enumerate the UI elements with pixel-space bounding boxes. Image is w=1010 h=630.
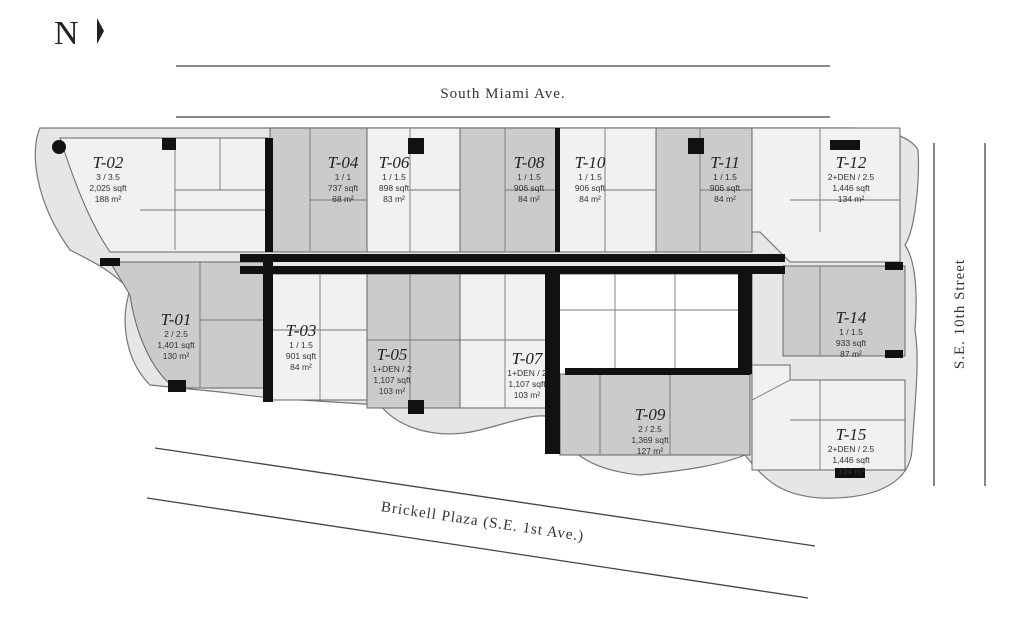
unit-area-m2: 130 m² — [163, 351, 190, 361]
unit-id: T-06 — [379, 153, 410, 172]
unit-sqft: 906 sqft — [710, 183, 741, 193]
unit-area-m2: 84 m² — [518, 194, 540, 204]
unit-sqft: 1,446 sqft — [832, 183, 870, 193]
north-arrow-icon — [97, 18, 104, 44]
unit-area-m2: 134 m² — [838, 194, 865, 204]
street-line — [154, 447, 816, 547]
unit-bedbath: 2 / 2.5 — [638, 424, 662, 434]
unit-id: T-10 — [575, 153, 606, 172]
unit-bedbath: 1 / 1 — [335, 172, 352, 182]
unit-sqft: 1,401 sqft — [157, 340, 195, 350]
unit-bedbath: 3 / 3.5 — [96, 172, 120, 182]
unit-id: T-01 — [161, 310, 192, 329]
unit-id: T-14 — [836, 308, 867, 327]
unit-sqft: 933 sqft — [836, 338, 867, 348]
structural-walls — [52, 128, 903, 478]
unit-bedbath: 2+DEN / 2.5 — [828, 172, 875, 182]
street-line — [146, 497, 809, 599]
unit-id: T-11 — [710, 153, 740, 172]
unit-area-m2: 84 m² — [714, 194, 736, 204]
unit-id: T-08 — [514, 153, 545, 172]
unit-sqft: 906 sqft — [514, 183, 545, 193]
unit-id: T-03 — [286, 321, 317, 340]
unit-bedbath: 1 / 1.5 — [382, 172, 406, 182]
north-compass: N — [54, 15, 104, 52]
unit-area-m2: 68 m² — [332, 194, 354, 204]
unit-sqft: 1,446 sqft — [832, 455, 870, 465]
unit-sqft: 1,107 sqft — [508, 379, 546, 389]
unit-bedbath: 2+DEN / 2.5 — [828, 444, 875, 454]
unit-bedbath: 1 / 1.5 — [839, 327, 863, 337]
unit-area-m2: 103 m² — [379, 386, 406, 396]
unit-id: T-04 — [328, 153, 359, 172]
unit-sqft: 1,369 sqft — [631, 435, 669, 445]
unit-bedbath: 1 / 1.5 — [517, 172, 541, 182]
unit-sqft: 906 sqft — [575, 183, 606, 193]
unit-id: T-09 — [635, 405, 666, 424]
unit-id: T-02 — [93, 153, 124, 172]
unit-sqft: 2,025 sqft — [89, 183, 127, 193]
unit-id: T-15 — [836, 425, 867, 444]
unit-bedbath: 2 / 2.5 — [164, 329, 188, 339]
unit-sqft: 1,107 sqft — [373, 375, 411, 385]
unit-id: T-12 — [836, 153, 867, 172]
unit-area-m2: 134 m² — [838, 466, 865, 476]
unit-sqft: 737 sqft — [328, 183, 359, 193]
unit-sqft: 898 sqft — [379, 183, 410, 193]
unit-bedbath: 1 / 1.5 — [578, 172, 602, 182]
unit-bedbath: 1+DEN / 2 — [372, 364, 412, 374]
unit-bedbath: 1 / 1.5 — [713, 172, 737, 182]
unit-area-m2: 84 m² — [579, 194, 601, 204]
interior-partitions — [140, 128, 905, 470]
street-label-east: S.E. 10th Street — [952, 259, 968, 369]
unit-area-m2: 84 m² — [290, 362, 312, 372]
unit-area-m2: 103 m² — [514, 390, 541, 400]
unit-shading — [59, 127, 906, 471]
unit-area-m2: 127 m² — [637, 446, 664, 456]
compass-letter: N — [54, 15, 79, 52]
unit-sqft: 901 sqft — [286, 351, 317, 361]
street-label-north: South Miami Ave. — [440, 86, 565, 102]
unit-area-m2: 83 m² — [383, 194, 405, 204]
unit-area-m2: 188 m² — [95, 194, 122, 204]
unit-bedbath: 1 / 1.5 — [289, 340, 313, 350]
unit-id: T-07 — [512, 349, 544, 368]
unit-area-m2: 87 m² — [840, 349, 862, 359]
unit-id: T-05 — [377, 345, 408, 364]
unit-bedbath: 1+DEN / 2 — [507, 368, 547, 378]
